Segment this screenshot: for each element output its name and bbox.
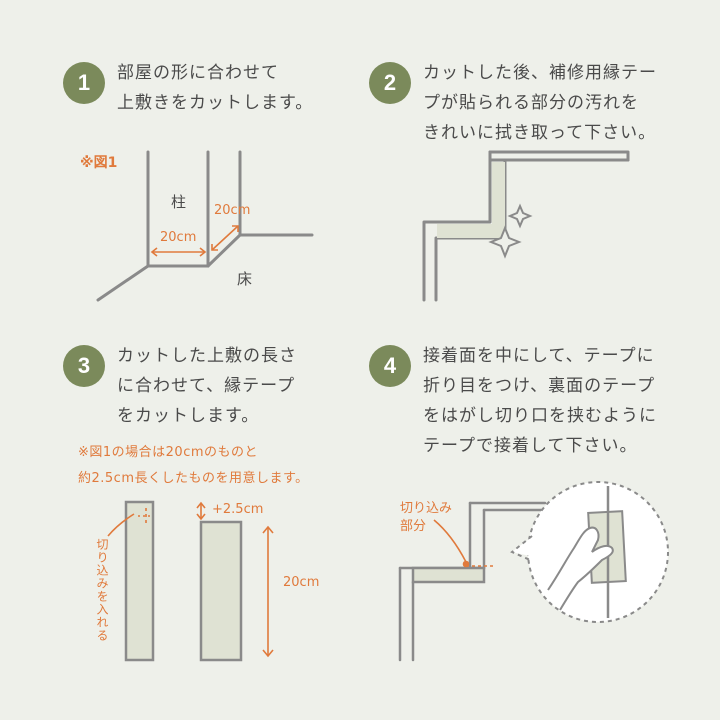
cut-part-label: 切り込み 部分 — [400, 501, 453, 534]
cut-instruction-label: 切り込みを入れる — [95, 538, 109, 642]
step-3-number: 3 — [63, 345, 105, 387]
step-3-text: カットした上敷の長さ に合わせて、縁テープ をカットします。 — [117, 346, 297, 426]
step-4-text: 接着面を中にして、テープに 折り目をつけ、裏面のテープ をはがし切り口を挟むよう… — [423, 346, 657, 456]
cleaned-area — [437, 162, 505, 238]
extra-length-label: +2.5cm — [212, 502, 264, 517]
dimension-diagonal: 20cm — [214, 203, 251, 218]
figure-1-label: ※図1 — [80, 155, 118, 171]
pillar-label: 柱 — [171, 193, 187, 211]
step-1-text: 部屋の形に合わせて 上敷きをカットします。 — [117, 63, 314, 113]
step-3-note: ※図1の場合は20cmのものと 約2.5cm長くしたものを用意します。 — [78, 445, 309, 486]
floor-label: 床 — [237, 270, 253, 288]
sparkle-icon — [488, 203, 533, 259]
tape-attached — [411, 566, 486, 584]
length-label: 20cm — [283, 575, 320, 590]
hand-icon — [547, 526, 614, 611]
step-4-number: 4 — [369, 345, 411, 387]
step-1-number: 1 — [63, 62, 105, 104]
step-2-number: 2 — [369, 62, 411, 104]
dimension-horizontal: 20cm — [160, 230, 197, 245]
tape-long — [124, 500, 155, 662]
figure-1-corner-drawing — [96, 150, 314, 302]
step-2-text: カットした後、補修用縁テー プが貼られる部分の汚れを きれいに拭き取って下さい。 — [423, 63, 657, 143]
zoom-bubble — [510, 481, 669, 623]
tape-short — [199, 520, 243, 662]
